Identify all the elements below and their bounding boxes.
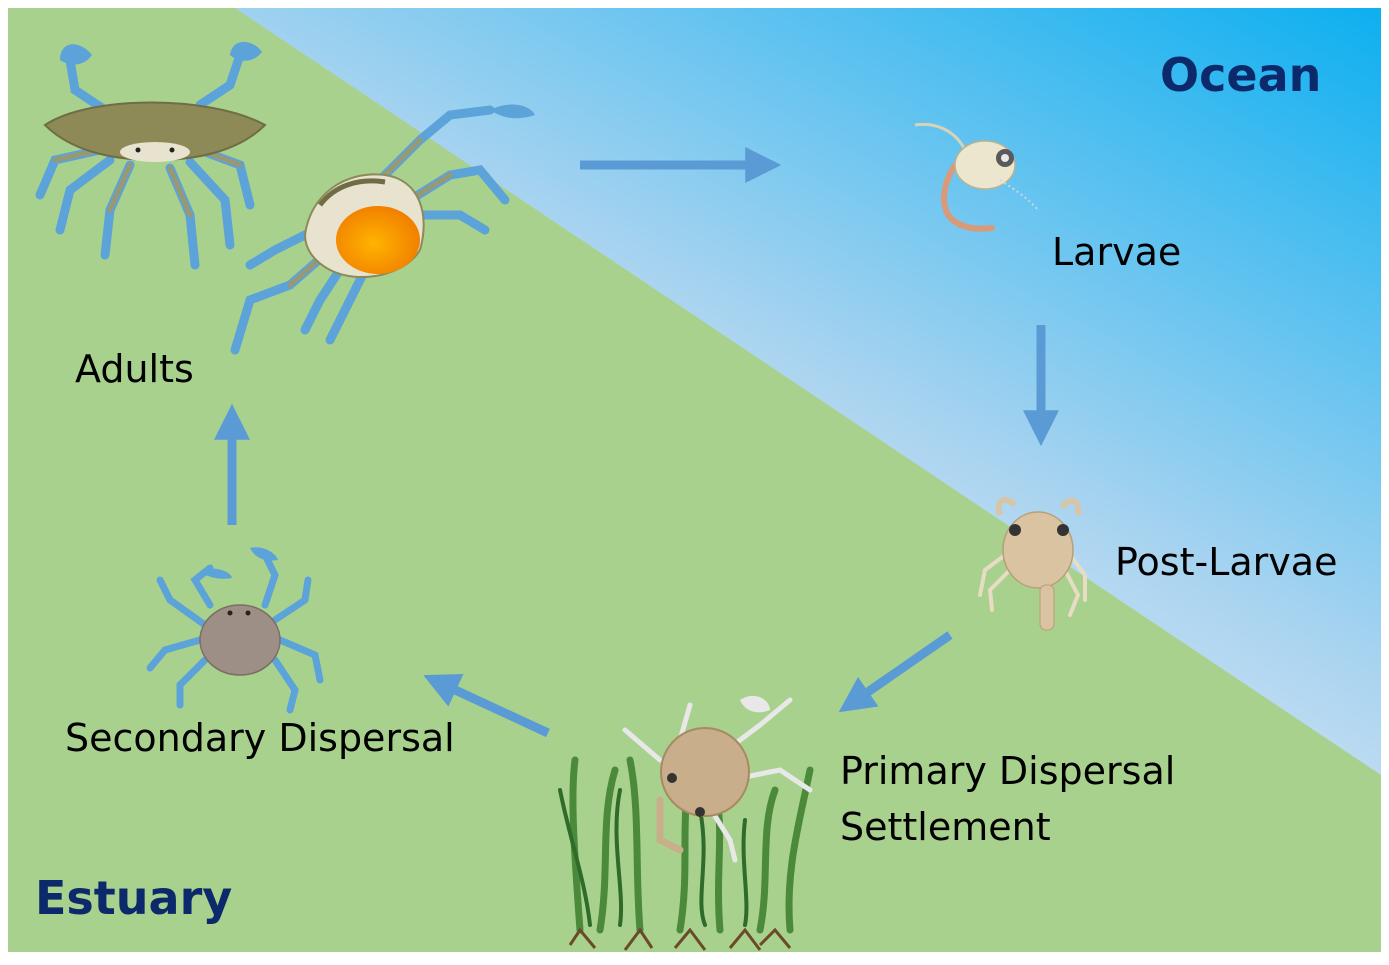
- ocean-label: Ocean: [1160, 52, 1321, 98]
- estuary-label: Estuary: [35, 875, 232, 921]
- post-larvae-label: Post-Larvae: [1115, 543, 1337, 581]
- primary-dispersal-label: Primary Dispersal: [840, 752, 1175, 790]
- adults-label: Adults: [75, 350, 194, 388]
- larvae-label: Larvae: [1052, 233, 1181, 271]
- secondary-dispersal-label: Secondary Dispersal: [65, 719, 455, 757]
- settlement-label: Settlement: [840, 808, 1051, 846]
